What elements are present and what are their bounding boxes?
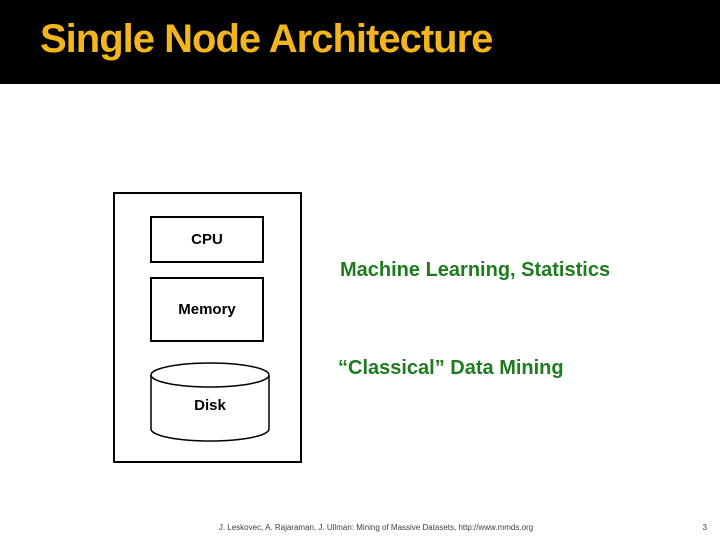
cpu-label: CPU bbox=[191, 231, 223, 248]
memory-box: Memory bbox=[150, 277, 264, 342]
cpu-box: CPU bbox=[150, 216, 264, 263]
disk-cylinder-icon bbox=[150, 362, 270, 442]
disk-label: Disk bbox=[194, 397, 226, 414]
slide-title: Single Node Architecture bbox=[40, 17, 493, 61]
annotation-classical-data-mining: “Classical” Data Mining bbox=[338, 357, 564, 379]
footer-citation: J. Leskovec, A. Rajaraman, J. Ullman: Mi… bbox=[218, 523, 534, 532]
disk-cylinder-top bbox=[150, 362, 270, 388]
page-number: 3 bbox=[702, 523, 707, 532]
memory-label: Memory bbox=[178, 301, 236, 318]
disk-cylinder-body bbox=[150, 375, 270, 442]
header-bar: Single Node Architecture bbox=[0, 0, 720, 84]
annotation-machine-learning: Machine Learning, Statistics bbox=[340, 259, 611, 281]
